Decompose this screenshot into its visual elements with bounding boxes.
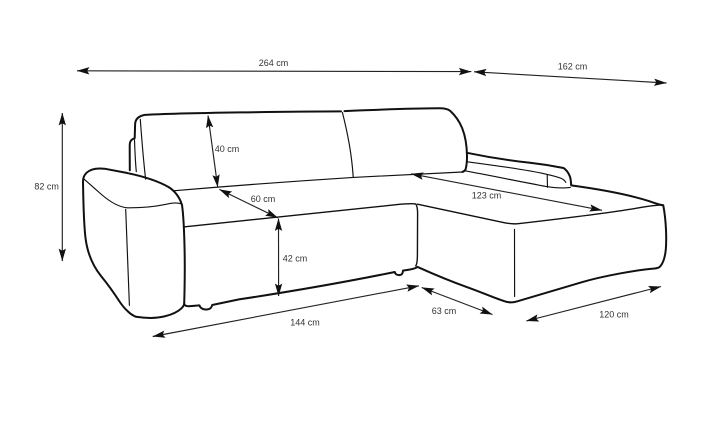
svg-text:162 cm: 162 cm: [558, 61, 588, 71]
svg-text:264 cm: 264 cm: [259, 58, 289, 68]
svg-text:82 cm: 82 cm: [34, 182, 59, 192]
svg-text:42 cm: 42 cm: [283, 253, 308, 263]
svg-text:123 cm: 123 cm: [472, 190, 502, 200]
svg-text:144 cm: 144 cm: [290, 318, 320, 328]
svg-text:63 cm: 63 cm: [432, 306, 457, 316]
svg-text:60 cm: 60 cm: [251, 194, 276, 204]
svg-text:40 cm: 40 cm: [215, 144, 240, 154]
svg-text:120 cm: 120 cm: [599, 309, 629, 319]
